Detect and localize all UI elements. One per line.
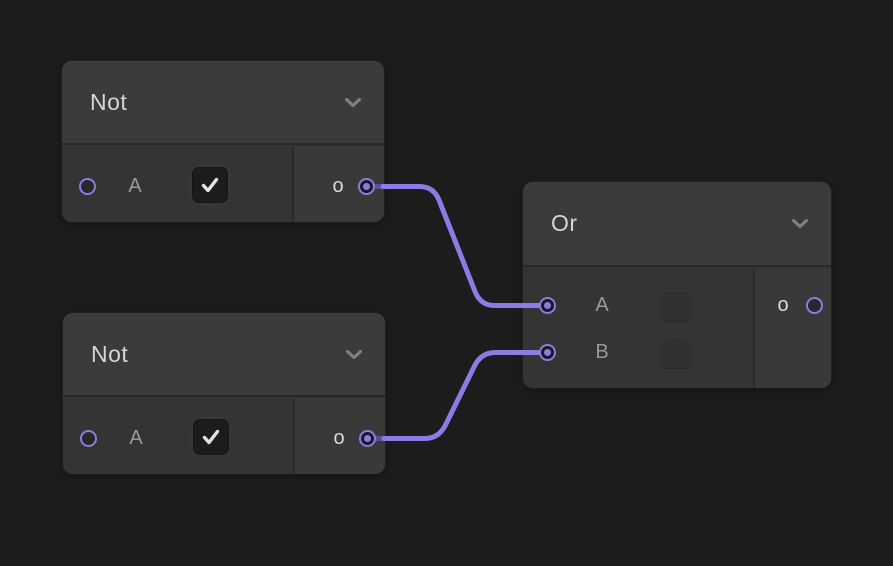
input-port-a[interactable] (79, 178, 96, 195)
node-not-2[interactable]: Not A o (63, 313, 385, 474)
node-or[interactable]: Or A B o (523, 182, 831, 388)
node-header[interactable]: Not (62, 61, 384, 145)
output-label-o: o (333, 427, 345, 449)
node-title: Or (551, 210, 578, 236)
node-not-1[interactable]: Not A o (62, 61, 384, 222)
chevron-down-icon[interactable] (791, 218, 809, 229)
output-section (755, 269, 831, 388)
input-label-b: B (595, 341, 609, 363)
node-header[interactable]: Not (63, 313, 385, 397)
output-port-o[interactable] (359, 430, 376, 447)
output-label-o: o (332, 175, 344, 197)
section-divider (753, 269, 755, 388)
checkmark-icon (201, 177, 219, 193)
output-port-o[interactable] (806, 297, 823, 314)
section-divider (292, 147, 294, 222)
input-port-a[interactable] (80, 430, 97, 447)
chevron-down-icon[interactable] (344, 97, 362, 108)
node-header[interactable]: Or (523, 182, 831, 267)
checkmark-icon (202, 429, 220, 445)
input-port-a[interactable] (539, 297, 556, 314)
input-label-a: A (128, 175, 142, 197)
output-label-o: o (777, 294, 789, 316)
input-checkbox-a[interactable] (660, 290, 692, 322)
node-title: Not (91, 340, 129, 367)
output-port-o[interactable] (358, 178, 375, 195)
input-port-b[interactable] (539, 344, 556, 361)
node-title: Not (90, 88, 128, 115)
chevron-down-icon[interactable] (345, 349, 363, 360)
input-checkbox-b[interactable] (660, 337, 692, 369)
section-divider (293, 399, 295, 474)
input-checkbox-a[interactable] (193, 168, 227, 202)
input-checkbox-a[interactable] (194, 420, 228, 454)
input-label-a: A (129, 427, 143, 449)
input-label-a: A (595, 294, 609, 316)
